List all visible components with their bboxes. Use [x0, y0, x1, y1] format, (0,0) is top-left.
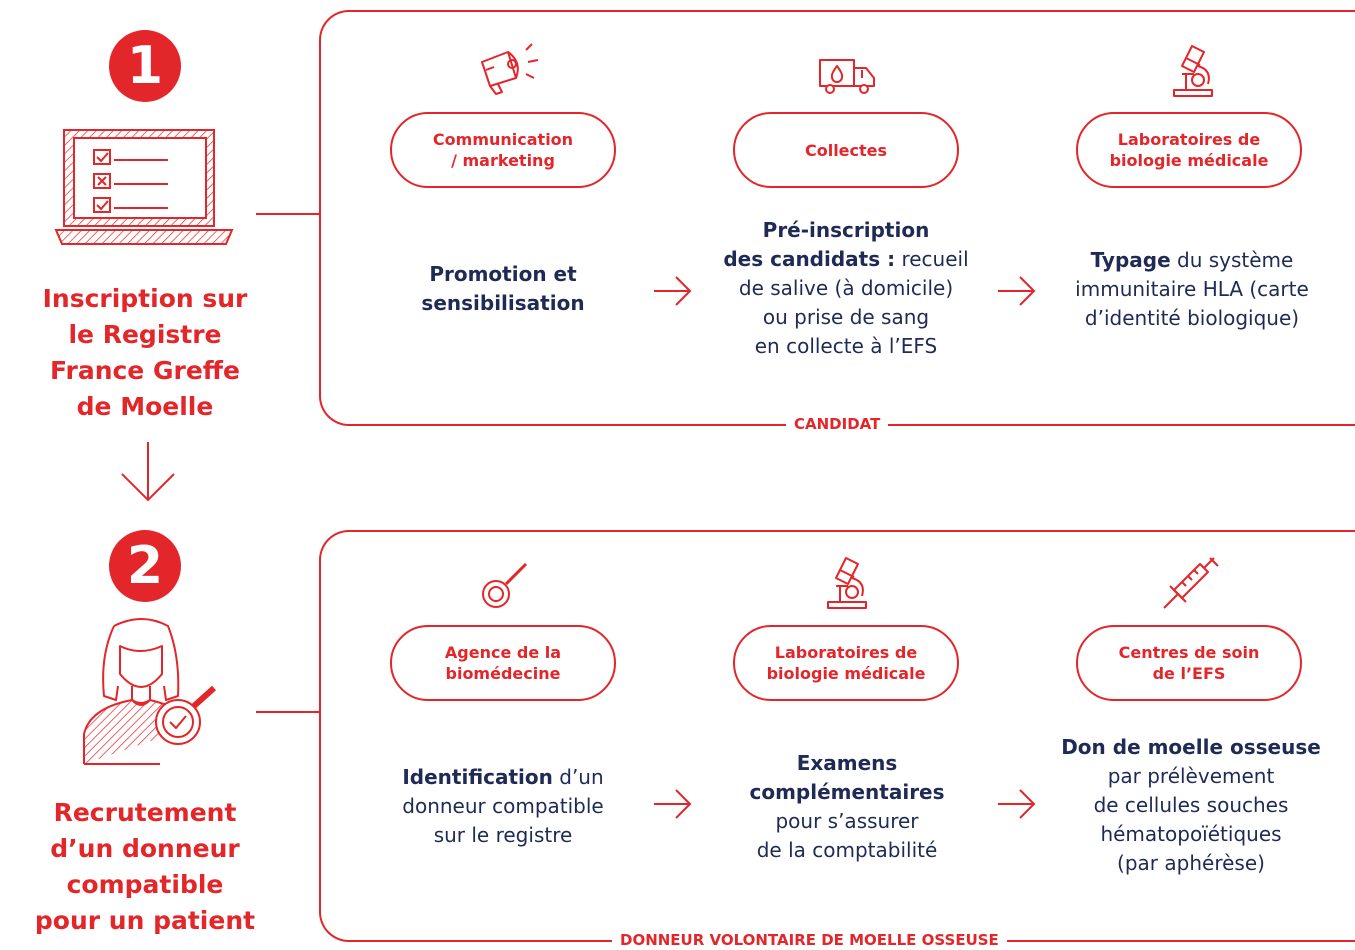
arrow-down-icon [121, 442, 175, 502]
arrow-right-icon [998, 789, 1036, 819]
desc-don-moelle: Don de moelle osseuse par prélèvement de… [1061, 735, 1321, 875]
step-1-number: 1 [126, 36, 164, 96]
megaphone-icon [481, 43, 539, 95]
desc-preinscription: Pré-inscription des candidats : recueil … [723, 218, 969, 358]
candidat-panel-label: CANDIDAT [786, 414, 889, 434]
pill-collectes: Collectes [733, 112, 959, 188]
step-2-badge: 2 [109, 530, 181, 602]
desc-typage: Typage du système immunitaire HLA (carte… [1075, 248, 1309, 330]
pill-communication-marketing: Communication/ marketing [390, 112, 616, 188]
arrow-right-icon [654, 276, 692, 306]
step-1-title: Inscription sur le Registre France Greff… [42, 284, 248, 421]
step-1-badge: 1 [109, 30, 181, 102]
step-2-title: Recrutement d’un donneur compatible pour… [34, 798, 256, 935]
syringe-icon [1163, 557, 1219, 609]
step-1-connector [256, 213, 320, 215]
desc-promotion: Promotion et sensibilisation [421, 262, 585, 315]
microscope-icon [827, 557, 867, 609]
donneur-panel-label: DONNEUR VOLONTAIRE DE MOELLE OSSEUSE [612, 930, 1007, 950]
microscope-icon [1173, 45, 1213, 97]
laptop-checklist-icon [54, 129, 234, 245]
desc-examens: Examens complémentaires pour s’assurer d… [749, 751, 945, 862]
arrow-right-icon [998, 276, 1036, 306]
step-2-connector [256, 711, 320, 713]
step-2-number: 2 [126, 536, 164, 596]
arrow-right-icon [654, 789, 692, 819]
truck-icon [819, 59, 875, 94]
person-search-icon [83, 618, 217, 765]
magnifier-icon [482, 562, 528, 608]
desc-identification: Identification d’un donneur compatible s… [402, 765, 604, 847]
